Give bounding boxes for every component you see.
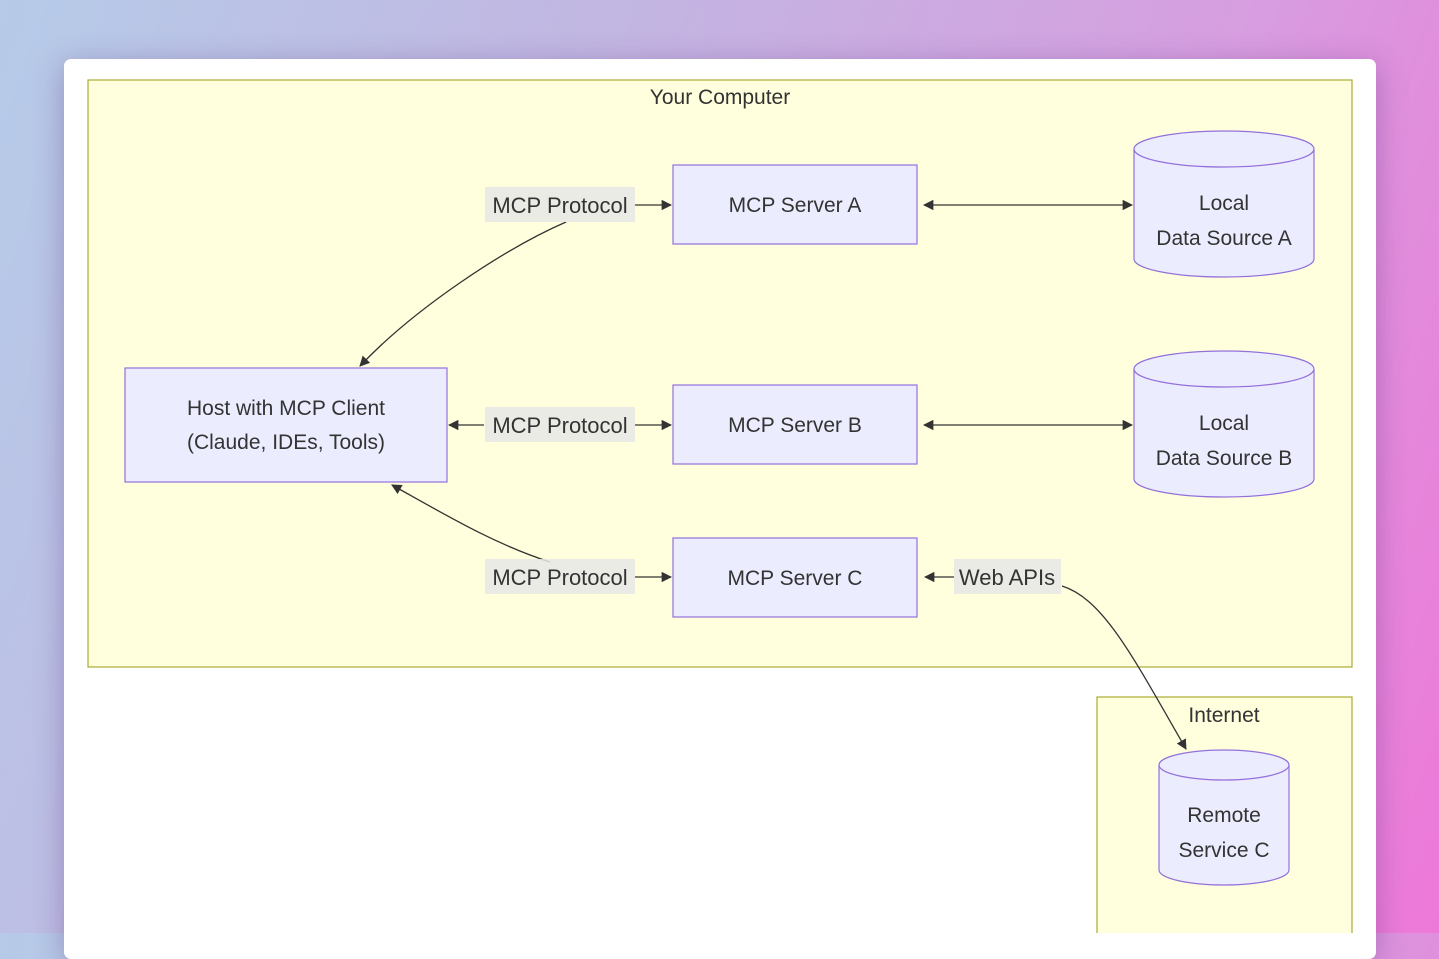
node-data-source-a[interactable]: Local Data Source A (1133, 130, 1315, 278)
edge-label-bg (485, 559, 635, 594)
node-server-c-box[interactable] (672, 537, 918, 618)
database-icon[interactable] (1158, 749, 1290, 886)
node-data-a-line-1: Local (1199, 192, 1249, 215)
group-your-computer-title: Your Computer (650, 86, 790, 109)
edge-web-remote-curve (1061, 585, 1187, 750)
edge-host-server-c-curve (391, 484, 551, 563)
node-server-c-label: MCP Server C (728, 567, 863, 590)
node-server-a-box[interactable] (672, 164, 918, 245)
edge-label-text: MCP Protocol (492, 193, 627, 218)
edges (359, 199, 1187, 750)
node-server-b-label: MCP Server B (728, 414, 862, 437)
edge-label-bg (485, 407, 635, 442)
edge-label-text: MCP Protocol (492, 565, 627, 590)
edge-label-bg (954, 559, 1061, 594)
node-server-b[interactable]: MCP Server B (672, 384, 918, 465)
database-icon[interactable] (1133, 130, 1315, 278)
node-data-b-line-1: Local (1199, 412, 1249, 435)
edge-label-web-apis: Web APIs (954, 559, 1061, 594)
node-remote-c-line-1: Remote (1187, 804, 1261, 827)
node-server-b-box[interactable] (672, 384, 918, 465)
node-remote-service-c[interactable]: Remote Service C (1158, 749, 1290, 886)
edge-label-text: Web APIs (959, 565, 1055, 590)
edge-label-mcp-c: MCP Protocol (485, 559, 635, 594)
node-host-label-line-1: Host with MCP Client (187, 397, 385, 420)
edge-label-mcp-a: MCP Protocol (485, 187, 635, 222)
node-data-a-line-2: Data Source A (1156, 227, 1291, 250)
node-server-a[interactable]: MCP Server A (672, 164, 918, 245)
architecture-diagram: Your Computer Internet MCP Protocol MCP … (87, 79, 1353, 933)
node-server-a-label: MCP Server A (729, 194, 862, 217)
node-remote-c-line-2: Service C (1178, 839, 1269, 862)
node-host-box[interactable] (124, 367, 448, 483)
edge-label-mcp-b: MCP Protocol (485, 407, 635, 442)
group-internet-title: Internet (1188, 704, 1259, 727)
edge-label-text: MCP Protocol (492, 413, 627, 438)
node-host[interactable]: Host with MCP Client (Claude, IDEs, Tool… (124, 367, 448, 483)
edge-host-server-a-curve (359, 221, 567, 367)
diagram-card: Your Computer Internet MCP Protocol MCP … (64, 59, 1376, 959)
edge-label-bg (485, 187, 635, 222)
node-data-source-b[interactable]: Local Data Source B (1133, 350, 1315, 498)
group-internet: Internet (1096, 696, 1353, 933)
database-icon[interactable] (1133, 350, 1315, 498)
node-server-c[interactable]: MCP Server C (672, 537, 918, 618)
node-data-b-line-2: Data Source B (1156, 447, 1293, 470)
node-host-label-line-2: (Claude, IDEs, Tools) (187, 431, 385, 454)
